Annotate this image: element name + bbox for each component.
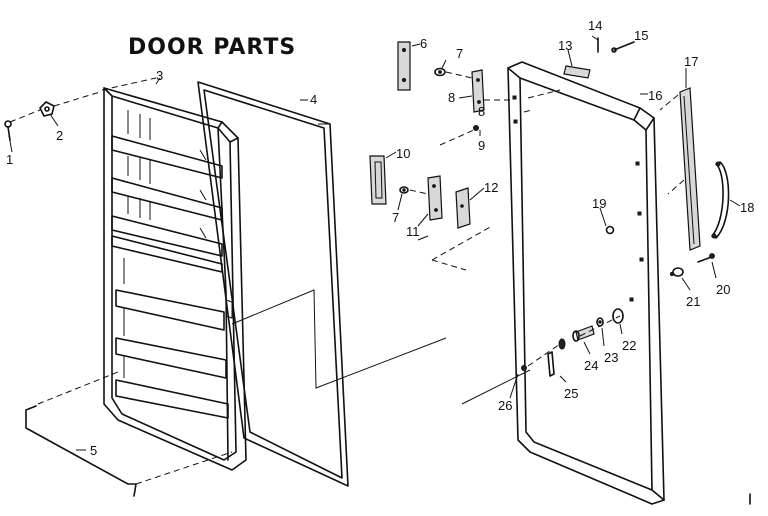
callout-4: 4 xyxy=(310,92,317,107)
part-8-hinge-bracket xyxy=(471,69,485,113)
callout-23: 23 xyxy=(604,350,618,365)
part-10-hinge-plate xyxy=(369,155,387,205)
part-7-washer-upper xyxy=(434,67,446,77)
callout-11: 11 xyxy=(406,224,420,239)
part-15-pin xyxy=(611,41,635,53)
part-25-latch-bolt xyxy=(547,338,566,377)
callout-10: 10 xyxy=(396,146,410,161)
part-9-pin xyxy=(473,125,479,131)
callout-7-upper: 7 xyxy=(456,46,463,61)
part-3-door-liner xyxy=(103,87,247,471)
part-22-washer xyxy=(612,308,624,324)
part-26-screw xyxy=(521,365,527,371)
callout-9: 9 xyxy=(478,138,485,153)
part-24-lock-cylinder xyxy=(572,325,595,342)
diagram-title: DOOR PARTS xyxy=(128,35,296,60)
callout-19: 19 xyxy=(592,196,606,211)
part-7-washer-lower xyxy=(399,186,409,194)
part-17-handle-trim xyxy=(679,87,701,251)
part-11-hinge-bracket xyxy=(427,175,443,221)
part-5-shelf-retainer xyxy=(25,405,137,497)
callout-26: 26 xyxy=(498,398,512,413)
callout-16: 16 xyxy=(648,88,662,103)
callout-17: 17 xyxy=(684,54,698,69)
callout-14: 14 xyxy=(588,18,602,33)
callout-12: 12 xyxy=(484,180,498,195)
callout-7-lower: 7 xyxy=(392,210,399,225)
callout-20: 20 xyxy=(716,282,730,297)
callout-24: 24 xyxy=(584,358,598,373)
part-6-hinge-plate xyxy=(397,41,411,91)
callout-25: 25 xyxy=(564,386,578,401)
part-2-hinge-bushing xyxy=(39,101,55,117)
part-4-door-gasket xyxy=(197,81,349,487)
part-1-screw xyxy=(4,120,12,141)
callout-13: 13 xyxy=(558,38,572,53)
part-18-door-handle xyxy=(711,161,730,239)
callout-2: 2 xyxy=(56,128,63,143)
callout-3: 3 xyxy=(156,68,163,83)
callout-21: 21 xyxy=(686,294,700,309)
part-12-shim xyxy=(455,187,471,229)
callout-1: 1 xyxy=(6,152,13,167)
callout-15: 15 xyxy=(634,28,648,43)
callout-8-lower: 8 xyxy=(478,104,485,119)
callout-5: 5 xyxy=(90,443,97,458)
part-13-stop xyxy=(563,65,591,79)
part-16-outer-door-panel xyxy=(507,61,665,505)
part-20-handle-screw xyxy=(697,253,715,263)
part-21-spacer xyxy=(669,267,684,277)
callout-18: 18 xyxy=(740,200,754,215)
callout-8: 8 xyxy=(448,90,455,105)
callout-6: 6 xyxy=(420,36,427,51)
callout-22: 22 xyxy=(622,338,636,353)
